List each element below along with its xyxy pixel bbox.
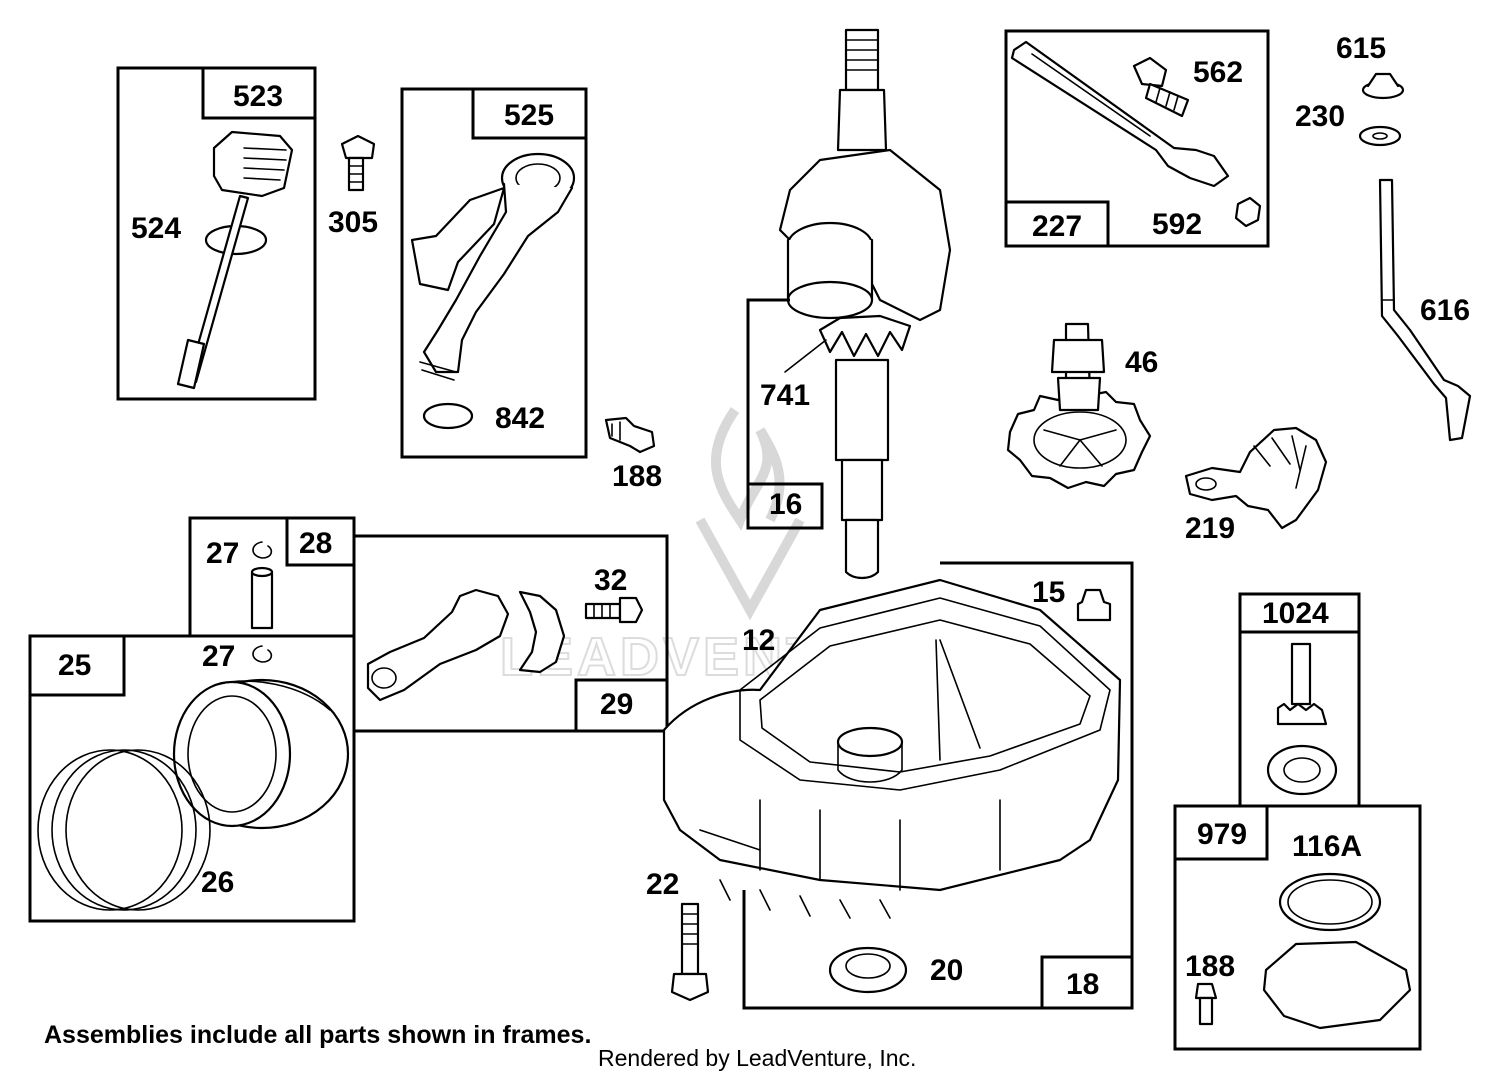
- camshaft-46-icon: [1006, 322, 1152, 490]
- pump-cover-icon: [1262, 940, 1412, 1030]
- label-29: 29: [600, 688, 633, 721]
- frame-979-border: [1173, 804, 1422, 1051]
- label-188-upper: 188: [612, 460, 662, 493]
- oring-842-icon: [422, 402, 474, 430]
- assemblies-note: Assemblies include all parts shown in fr…: [44, 1021, 591, 1049]
- label-22: 22: [646, 868, 679, 901]
- label-523: 523: [233, 80, 283, 113]
- label-305: 305: [328, 206, 378, 239]
- oil-seal-20-icon: [828, 946, 908, 994]
- gasket-116A-icon: [1278, 872, 1382, 932]
- label-12: 12: [742, 624, 775, 657]
- frame-523: 523 524: [116, 66, 317, 401]
- frame-25-tag: [28, 634, 126, 697]
- bolt-188-lower-icon: [1194, 982, 1218, 1026]
- connecting-rod-icon: [366, 588, 566, 702]
- clip-27-lower-icon: [252, 645, 273, 663]
- piston-pin-icon: [250, 566, 274, 630]
- oil-pump-icon: [1266, 642, 1338, 796]
- label-15: 15: [1032, 576, 1065, 609]
- label-979: 979: [1197, 818, 1247, 851]
- bolt-32-icon: [584, 596, 644, 624]
- label-562: 562: [1193, 56, 1243, 89]
- frame-227-border: [1004, 29, 1270, 248]
- bolt-22-icon: [670, 902, 710, 1002]
- frame-1024: 1024: [1238, 592, 1361, 808]
- label-219: 219: [1185, 512, 1235, 545]
- frame-979: 979 116A 188: [1173, 804, 1422, 1051]
- frame-29-tag: [574, 678, 669, 733]
- governor-shaft-616-icon: [1378, 178, 1472, 442]
- frame-523-tag: [201, 66, 317, 120]
- bolt-188-upper-icon: [604, 416, 656, 454]
- label-188-lower: 188: [1185, 950, 1235, 983]
- piston-icon: [172, 678, 350, 830]
- label-18: 18: [1066, 968, 1099, 1001]
- label-230: 230: [1295, 100, 1345, 133]
- label-615: 615: [1336, 32, 1386, 65]
- frame-28-tag: [285, 516, 356, 567]
- frame-525-tag: [471, 87, 588, 140]
- frame-1024-tag: [1238, 592, 1361, 634]
- label-842: 842: [495, 402, 545, 435]
- oil-fill-tube-icon: [410, 152, 576, 381]
- frame-28: 28 27: [188, 516, 356, 638]
- frame-18-tag: [1040, 955, 1134, 1010]
- frame-25-border: [28, 634, 356, 923]
- frame-29: 29 32: [352, 534, 669, 733]
- label-26: 26: [201, 866, 234, 899]
- crankshaft-icon: [778, 28, 952, 580]
- clip-27-upper-icon: [252, 541, 273, 559]
- sump-12-icon: [662, 578, 1122, 919]
- label-227: 227: [1032, 210, 1082, 243]
- label-20: 20: [930, 954, 963, 987]
- frame-979-tag: [1173, 804, 1269, 861]
- plug-15-icon: [1076, 588, 1112, 622]
- label-741: 741: [760, 379, 810, 412]
- frame-16-bracket: [746, 298, 824, 530]
- label-25: 25: [58, 649, 91, 682]
- label-27-upper: 27: [206, 537, 239, 570]
- governor-arm-icon: [1010, 40, 1230, 188]
- label-592: 592: [1152, 208, 1202, 241]
- label-28: 28: [299, 527, 332, 560]
- label-32: 32: [594, 564, 627, 597]
- frame-18: 18 12 15 20: [662, 561, 1134, 1010]
- label-27-lower: 27: [202, 640, 235, 673]
- frame-25: 25 27 26: [28, 634, 356, 923]
- leader-741: [784, 339, 827, 373]
- governor-cup-615-icon: [1361, 72, 1405, 100]
- label-16: 16: [769, 488, 802, 521]
- label-46: 46: [1125, 346, 1158, 379]
- label-116A: 116A: [1292, 830, 1362, 863]
- render-credit: Rendered by LeadVenture, Inc.: [598, 1045, 916, 1071]
- frame-16: 16: [746, 298, 824, 530]
- dipstick-icon: [176, 130, 294, 390]
- label-1024: 1024: [1262, 597, 1329, 630]
- washer-230-icon: [1358, 125, 1402, 147]
- piston-rings-icon: [37, 749, 211, 911]
- frame-29-border: [352, 534, 669, 733]
- frame-227-tag: [1004, 200, 1110, 248]
- bolt-305-icon: [340, 134, 376, 192]
- governor-assembly-219-icon: [1184, 426, 1328, 530]
- label-616: 616: [1420, 294, 1470, 327]
- nut-592-icon: [1234, 196, 1262, 228]
- label-524: 524: [131, 212, 181, 245]
- frame-227: 227 562 592: [1004, 29, 1270, 248]
- bolt-562-icon: [1132, 56, 1190, 118]
- frame-525: 525 842: [400, 87, 588, 459]
- label-525: 525: [504, 99, 554, 132]
